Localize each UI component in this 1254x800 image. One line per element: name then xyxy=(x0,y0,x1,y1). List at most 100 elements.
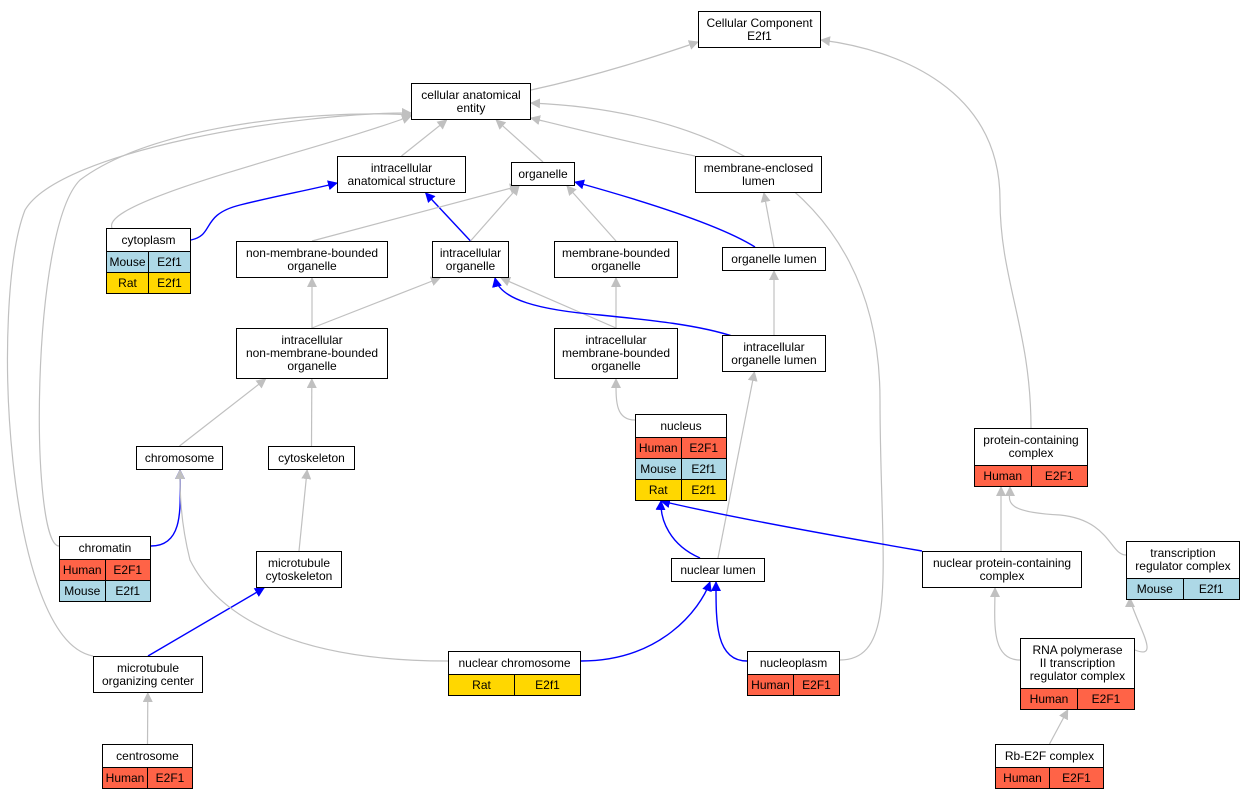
gene-cell: E2f1 xyxy=(1182,579,1240,599)
edge-mbo-to-org-is_a xyxy=(566,185,617,242)
node-label: cytoskeleton xyxy=(278,450,345,465)
node-label: intracellular non-membrane-bounded organ… xyxy=(245,333,379,373)
species-cell: Human xyxy=(638,440,678,455)
species-cell: Human xyxy=(983,468,1023,483)
edge-iol-to-io-part_of xyxy=(492,277,736,338)
species-cell: Rat xyxy=(472,677,491,692)
gene-cell: E2F1 xyxy=(793,675,839,695)
edge-inmbo-to-io-is_a xyxy=(311,276,441,329)
node-label: nucleus xyxy=(660,418,702,433)
edge-moc-to-cae-is_a xyxy=(6,107,412,657)
node-cellular-component-root[interactable]: Cellular Component E2f1 xyxy=(698,11,821,48)
node-intracellular[interactable]: intracellular anatomical structure xyxy=(337,156,466,193)
edge-ias-to-cae-is_a xyxy=(401,119,448,157)
edge-chrom-to-inmbo-is_a xyxy=(179,378,267,447)
edge-trc-to-pcc-is_a xyxy=(1004,486,1127,556)
species-cell: Rat xyxy=(118,275,137,290)
gene-cell: E2F1 xyxy=(104,560,151,580)
annotation-row-mouse: Mouse E2f1 xyxy=(1127,579,1239,599)
node-label: chromatin xyxy=(78,540,132,555)
node-cellular-anatomical[interactable]: cellular anatomical entity xyxy=(411,83,531,120)
gene-cell: E2F1 xyxy=(680,438,727,458)
edge-nl-to-iol-is_a xyxy=(717,371,758,559)
node-organelle-lumen[interactable]: organelle lumen xyxy=(722,247,826,271)
edge-imbo-to-io-is_a xyxy=(500,277,617,329)
gene-cell: E2f1 xyxy=(680,459,727,479)
species-cell: Mouse xyxy=(109,254,146,269)
node-label: chromosome xyxy=(144,450,215,465)
node-nuclear-protein-containing[interactable]: nuclear protein-containing complex xyxy=(922,551,1082,588)
edge-nplasm-to-nl-part_of xyxy=(710,581,748,662)
node-label: Rb-E2F complex xyxy=(1004,748,1095,763)
species-cell: Human xyxy=(105,770,145,785)
species-cell: Human xyxy=(751,677,790,692)
node-nuclear-lumen[interactable]: nuclear lumen xyxy=(671,558,765,582)
node-microtubule[interactable]: microtubule organizing center xyxy=(93,656,203,693)
node-label: nuclear chromosome xyxy=(458,655,571,670)
species-cell: Human xyxy=(1029,691,1069,706)
gene-cell: E2f1 xyxy=(148,252,190,272)
edge-pcc-to-cc-is_a xyxy=(820,36,1032,429)
node-non-membrane-bounded[interactable]: non-membrane-bounded organelle xyxy=(236,241,388,278)
node-label: non-membrane-bounded organelle xyxy=(245,245,379,273)
node-intracellular[interactable]: intracellular membrane-bounded organelle xyxy=(554,328,678,379)
species-cell: Mouse xyxy=(64,583,101,598)
node-membrane-bounded[interactable]: membrane-bounded organelle xyxy=(554,241,678,278)
node-rna-polymerase[interactable]: RNA polymerase II transcription regulato… xyxy=(1020,638,1135,710)
edge-io-to-ias-part_of xyxy=(424,192,472,242)
edge-nplasm-to-cae-is_a xyxy=(530,98,884,661)
annotation-table: Rat E2f1 xyxy=(449,674,580,695)
node-intracellular[interactable]: intracellular non-membrane-bounded organ… xyxy=(236,328,388,379)
node-label: intracellular organelle xyxy=(439,245,502,273)
node-label: nuclear protein-containing complex xyxy=(932,555,1072,583)
edge-ol-to-org-part_of xyxy=(574,179,756,248)
edge-rnap-to-npc-is_a xyxy=(989,587,1021,661)
node-cytoskeleton[interactable]: cytoskeleton xyxy=(268,446,355,470)
gene-cell: E2f1 xyxy=(514,675,580,695)
species-cell: Rat xyxy=(648,482,668,497)
node-membrane-enclosed[interactable]: membrane-enclosed lumen xyxy=(695,156,822,193)
node-label: intracellular membrane-bounded organelle xyxy=(561,333,671,373)
edge-nuc-to-imbo-is_a xyxy=(610,378,636,421)
edge-nmbo-to-org-is_a xyxy=(311,183,520,242)
species-cell: Mouse xyxy=(1136,581,1173,596)
node-organelle[interactable]: organelle xyxy=(511,162,575,186)
node-label: cellular anatomical entity xyxy=(421,87,521,115)
node-intracellular[interactable]: intracellular organelle lumen xyxy=(722,335,826,372)
node-microtubule[interactable]: microtubule cytoskeleton xyxy=(256,551,342,588)
node-label: organelle lumen xyxy=(731,251,817,266)
gene-cell: E2F1 xyxy=(1049,768,1103,788)
node-intracellular[interactable]: intracellular organelle xyxy=(432,241,509,278)
node-label: RNA polymerase II transcription regulato… xyxy=(1029,643,1126,683)
node-label: microtubule organizing center xyxy=(101,660,195,688)
node-label: membrane-bounded organelle xyxy=(561,245,671,273)
edge-ol-to-mel-is_a xyxy=(760,192,775,248)
edge-rbe2f-to-rnap-is_a xyxy=(1048,709,1069,745)
edge-npc-to-nuc-part_of xyxy=(660,498,923,552)
gene-cell: E2f1 xyxy=(148,273,190,293)
node-chromosome[interactable]: chromosome xyxy=(136,446,223,470)
node-label: intracellular anatomical structure xyxy=(347,160,456,188)
